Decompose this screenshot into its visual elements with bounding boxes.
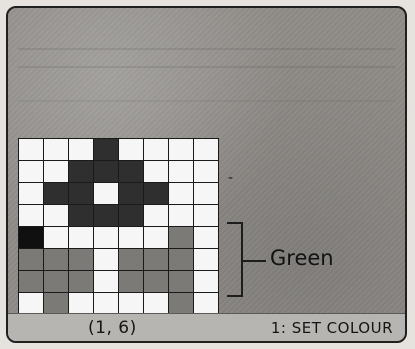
pixel-cell[interactable] xyxy=(194,293,218,314)
pixel-cell[interactable] xyxy=(169,183,193,204)
pixel-cell[interactable] xyxy=(144,183,168,204)
pixel-cell[interactable] xyxy=(169,139,193,160)
mode-label: 1: SET COLOUR xyxy=(271,319,393,337)
pixel-cell[interactable] xyxy=(69,293,93,314)
pixel-cell[interactable] xyxy=(194,271,218,292)
pixel-cell[interactable] xyxy=(119,205,143,226)
pixel-cell[interactable] xyxy=(144,293,168,314)
coordinate-display: (1, 6) xyxy=(88,318,137,338)
pixel-cell[interactable] xyxy=(44,161,68,182)
pixel-cell[interactable] xyxy=(69,205,93,226)
pixel-cell[interactable] xyxy=(69,183,93,204)
selected-color-label: Green xyxy=(270,246,334,270)
pixel-cell[interactable] xyxy=(94,227,118,248)
pixel-cell[interactable] xyxy=(94,205,118,226)
background-line xyxy=(18,66,395,68)
pixel-cell[interactable] xyxy=(94,161,118,182)
pixel-cell[interactable] xyxy=(119,227,143,248)
status-bar: (1, 6) 1: SET COLOUR xyxy=(8,313,405,341)
pixel-cell[interactable] xyxy=(69,139,93,160)
pixel-cell[interactable] xyxy=(119,271,143,292)
pixel-cell[interactable] xyxy=(169,271,193,292)
pixel-cell[interactable] xyxy=(69,271,93,292)
pixel-cell[interactable] xyxy=(194,183,218,204)
pixel-cell[interactable] xyxy=(194,205,218,226)
pixel-cell[interactable] xyxy=(194,227,218,248)
pixel-cell[interactable] xyxy=(44,249,68,270)
pixel-cell[interactable] xyxy=(119,139,143,160)
pixel-cell[interactable] xyxy=(19,249,43,270)
pixel-cell[interactable] xyxy=(144,139,168,160)
pixel-cell[interactable] xyxy=(144,205,168,226)
pixel-cell[interactable] xyxy=(144,249,168,270)
pixel-cell[interactable] xyxy=(44,139,68,160)
annotation-tick: - xyxy=(228,170,233,186)
pixel-cell[interactable] xyxy=(119,293,143,314)
color-bracket xyxy=(227,222,243,297)
pixel-cell[interactable] xyxy=(69,249,93,270)
screen-frame: - Green (1, 6) 1: SET COLOUR xyxy=(6,6,407,343)
pixel-cell[interactable] xyxy=(169,205,193,226)
background-line xyxy=(18,100,395,102)
pixel-cell[interactable] xyxy=(194,161,218,182)
pixel-cell[interactable] xyxy=(44,227,68,248)
pixel-cell[interactable] xyxy=(144,161,168,182)
pixel-cell[interactable] xyxy=(19,183,43,204)
pixel-cell[interactable] xyxy=(119,183,143,204)
pixel-cell[interactable] xyxy=(94,271,118,292)
pixel-cell[interactable] xyxy=(144,271,168,292)
pixel-cell[interactable] xyxy=(44,183,68,204)
pixel-cell[interactable] xyxy=(144,227,168,248)
pixel-cell[interactable] xyxy=(19,293,43,314)
pixel-cell[interactable] xyxy=(19,139,43,160)
pixel-cell[interactable] xyxy=(194,249,218,270)
pixel-cell[interactable] xyxy=(194,139,218,160)
pixel-cell[interactable] xyxy=(19,205,43,226)
pixel-cell[interactable] xyxy=(169,293,193,314)
pixel-cell[interactable] xyxy=(44,271,68,292)
pixel-cell[interactable] xyxy=(19,227,43,248)
pixel-cell[interactable] xyxy=(44,293,68,314)
pixel-grid-container xyxy=(18,138,223,312)
pixel-cell[interactable] xyxy=(94,249,118,270)
pixel-cell[interactable] xyxy=(94,139,118,160)
background-line xyxy=(18,48,395,50)
pixel-cell[interactable] xyxy=(94,183,118,204)
pixel-cell[interactable] xyxy=(19,161,43,182)
pixel-cell[interactable] xyxy=(119,161,143,182)
pixel-cell[interactable] xyxy=(69,227,93,248)
pixel-cell[interactable] xyxy=(94,293,118,314)
pixel-cell[interactable] xyxy=(169,249,193,270)
pixel-cell[interactable] xyxy=(169,227,193,248)
pixel-cell[interactable] xyxy=(19,271,43,292)
color-bracket-arm xyxy=(243,260,266,262)
pixel-cell[interactable] xyxy=(119,249,143,270)
pixel-cell[interactable] xyxy=(69,161,93,182)
pixel-cell[interactable] xyxy=(169,161,193,182)
pixel-cell[interactable] xyxy=(44,205,68,226)
pixel-grid[interactable] xyxy=(18,138,219,315)
